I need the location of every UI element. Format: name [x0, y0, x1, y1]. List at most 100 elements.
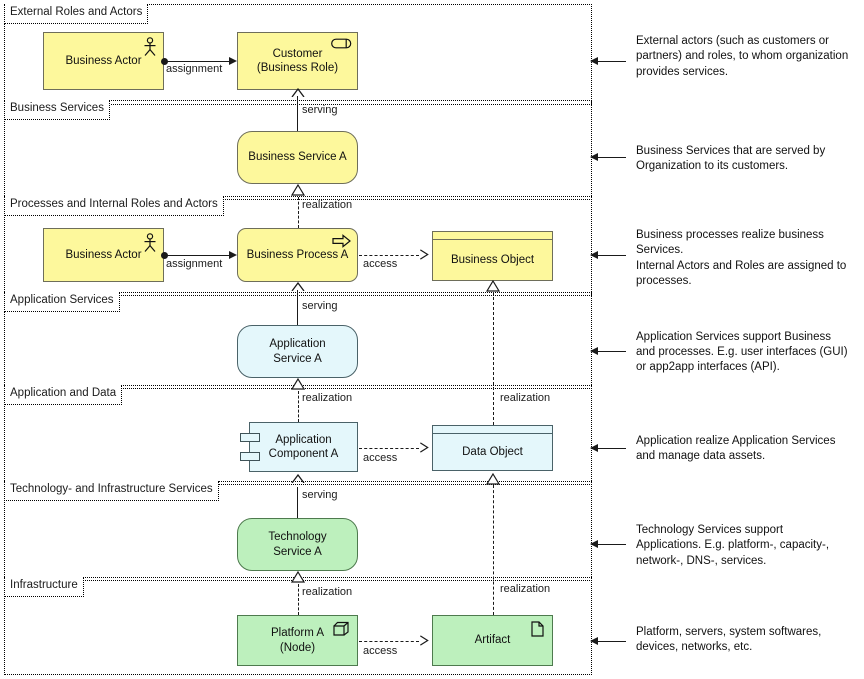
- element-business-actor-external[interactable]: Business Actor: [43, 32, 164, 90]
- note-infrastructure: Platform, servers, system softwares, dev…: [625, 605, 860, 675]
- actor-icon: [142, 37, 158, 57]
- open-arrowhead-icon: [420, 442, 429, 453]
- element-label: Business Service A: [248, 151, 347, 164]
- element-artifact[interactable]: Artifact: [432, 615, 553, 666]
- component-icon: [240, 452, 260, 461]
- band-label-processes-and-internal-roles-and-actors: Processes and Internal Roles and Actors: [4, 196, 224, 216]
- element-data-object[interactable]: Data Object: [432, 425, 553, 471]
- element-label: Application Component A: [268, 433, 339, 460]
- rel-serving-application-service: [297, 290, 299, 325]
- rel-serving-technology-service: [297, 487, 299, 518]
- open-arrowhead-icon: [291, 88, 305, 97]
- arrowhead-icon: [229, 250, 237, 259]
- rel-assignment-internal: [167, 255, 229, 256]
- arrowhead-icon: [590, 152, 598, 161]
- rel-label-realization-artifact: realization: [500, 583, 551, 595]
- note-processes: Business processes realize business Serv…: [625, 219, 860, 292]
- element-label: Business Actor: [65, 54, 142, 67]
- band-label-business-services: Business Services: [4, 100, 110, 120]
- note-text: Business Services that are served by Org…: [636, 144, 826, 172]
- element-application-service-a[interactable]: Application Service A: [237, 325, 358, 378]
- open-arrowhead-icon: [420, 635, 429, 646]
- document-icon: [531, 621, 545, 637]
- note-application-and-data: Application realize Application Services…: [625, 414, 860, 484]
- rel-realization-application-component: [297, 391, 299, 422]
- rel-label-access-business-object: access: [363, 258, 398, 270]
- open-arrowhead-icon: [291, 282, 305, 291]
- rel-label-serving-technology-service: serving: [302, 489, 338, 501]
- element-business-service-a[interactable]: Business Service A: [237, 131, 358, 184]
- element-label: Technology Service A: [268, 531, 327, 558]
- rel-access-data-object: [359, 448, 419, 449]
- realization-triangle-icon: [486, 473, 500, 485]
- rel-label-access-data-object: access: [363, 452, 398, 464]
- note-text: Business processes realize business Serv…: [636, 229, 847, 287]
- realization-triangle-icon: [291, 184, 305, 196]
- note-connector-line: [596, 351, 626, 352]
- note-technology-services: Technology Services support Applications…: [625, 510, 860, 582]
- arrowhead-icon: [590, 539, 598, 548]
- arrowhead-icon: [590, 346, 598, 355]
- element-label: Platform A (Node): [270, 627, 325, 654]
- note-connector-line: [596, 448, 626, 449]
- process-arrow-icon: [332, 234, 351, 248]
- note-text: Application Services support Business an…: [636, 330, 848, 374]
- element-label: Customer (Business Role): [256, 47, 339, 74]
- rel-access-artifact: [359, 641, 419, 642]
- element-customer-business-role[interactable]: Customer (Business Role): [237, 32, 358, 90]
- note-text: Application realize Application Services…: [636, 434, 836, 462]
- band-label-external-roles-and-actors: External Roles and Actors: [4, 4, 149, 24]
- rel-label-serving-business-service: serving: [302, 104, 338, 116]
- note-connector-line: [596, 61, 626, 62]
- note-text: Technology Services support Applications…: [636, 524, 830, 567]
- rel-serving-business-service: [297, 96, 299, 131]
- element-business-process-a[interactable]: Business Process A: [237, 228, 358, 282]
- element-label: Data Object: [462, 445, 523, 458]
- note-business-services: Business Services that are served by Org…: [625, 124, 860, 194]
- realization-triangle-icon: [486, 280, 500, 292]
- assignment-source-ball: [161, 251, 168, 259]
- band-label-technology-and-infrastructure-services: Technology- and Infrastructure Services: [4, 481, 219, 501]
- note-connector-line: [596, 641, 626, 642]
- note-connector-line: [596, 157, 626, 158]
- arrowhead-icon: [229, 56, 237, 65]
- rel-label-realization-application-component: realization: [302, 392, 353, 404]
- note-connector-line: [596, 544, 626, 545]
- open-arrowhead-icon: [291, 474, 305, 483]
- arrowhead-icon: [590, 443, 598, 452]
- open-arrowhead-icon: [420, 249, 429, 260]
- rel-realization-platform: [297, 584, 299, 615]
- arrowhead-icon: [590, 56, 598, 65]
- note-external-roles: External actors (such as customers or pa…: [625, 25, 860, 104]
- rel-label-assignment-internal: assignment: [166, 258, 223, 270]
- rel-realization-business-process: [297, 197, 299, 228]
- band-label-infrastructure: Infrastructure: [4, 577, 84, 597]
- element-platform-a-node[interactable]: Platform A (Node): [237, 615, 358, 666]
- element-technology-service-a[interactable]: Technology Service A: [237, 518, 358, 571]
- rel-label-serving-application-service: serving: [302, 300, 338, 312]
- component-icon: [240, 433, 260, 442]
- realization-triangle-icon: [291, 378, 305, 390]
- rel-realization-artifact: [492, 485, 494, 615]
- element-label: Artifact: [474, 634, 511, 647]
- band-label-application-services: Application Services: [4, 292, 120, 312]
- element-business-actor-internal[interactable]: Business Actor: [43, 228, 164, 282]
- arrowhead-icon: [590, 636, 598, 645]
- element-label: Business Object: [450, 253, 535, 266]
- element-application-component-a[interactable]: Application Component A: [240, 422, 358, 472]
- element-business-object[interactable]: Business Object: [432, 231, 553, 281]
- realization-triangle-icon: [291, 571, 305, 583]
- business-role-icon: [331, 37, 352, 50]
- note-text: External actors (such as customers or pa…: [636, 35, 849, 78]
- rel-label-realization-data-object: realization: [500, 392, 551, 404]
- actor-icon: [142, 233, 158, 253]
- rel-label-realization-business-process: realization: [302, 199, 353, 211]
- assignment-source-ball: [161, 57, 168, 65]
- rel-realization-data-object: [492, 292, 494, 425]
- element-label: Application Service A: [269, 338, 326, 365]
- note-connector-line: [596, 255, 626, 256]
- note-text: Platform, servers, system softwares, dev…: [636, 625, 822, 653]
- rel-label-realization-platform: realization: [302, 586, 353, 598]
- arrowhead-icon: [590, 250, 598, 259]
